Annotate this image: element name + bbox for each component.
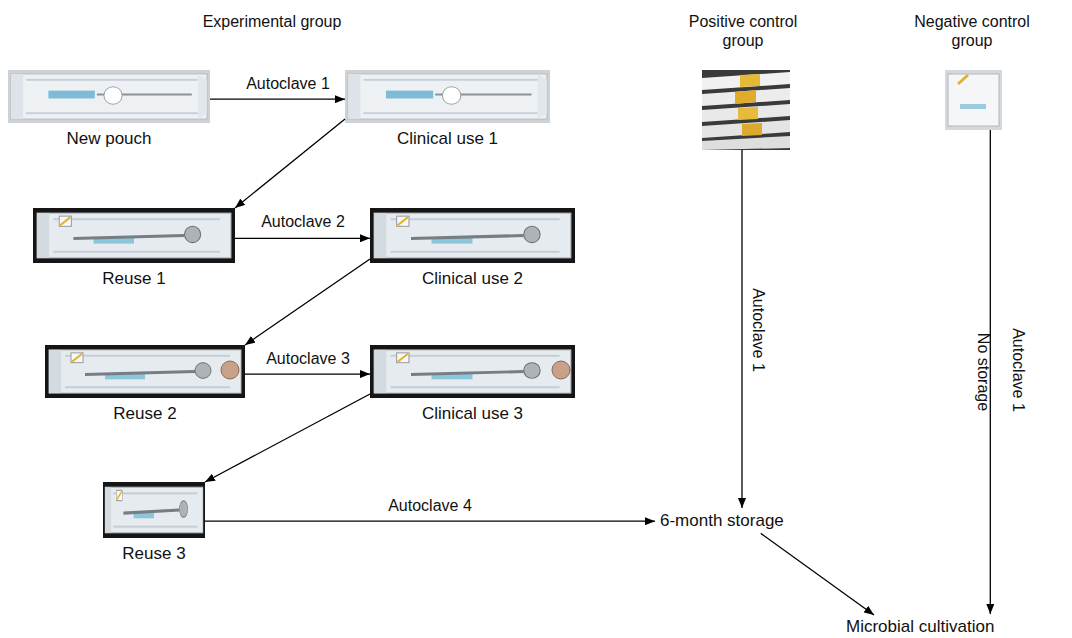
edge-label: Autoclave 1 [1009, 328, 1027, 412]
pouch-photo [33, 208, 235, 263]
step-text: Microbial cultivation [846, 617, 994, 637]
pouch-node: Reuse 2 [45, 345, 245, 424]
edge-label: Autoclave 2 [261, 213, 345, 231]
pouch-node: Reuse 1 [33, 208, 235, 289]
positive-control-photo [702, 70, 790, 150]
step-label-node: Microbial cultivation [844, 616, 996, 638]
edge-label: Autoclave 1 [749, 288, 767, 372]
connector-arrow [761, 533, 874, 615]
pouch-node: Positive control group [673, 12, 813, 150]
pouch-node: Reuse 3 [103, 482, 205, 564]
pouch-photo [345, 70, 550, 123]
connector-arrow [235, 238, 370, 239]
edge-label: Autoclave 3 [266, 350, 350, 368]
step-label-node: 6-month storage [658, 510, 786, 532]
pouch-photo [370, 208, 575, 263]
pouch-caption: Clinical use 2 [370, 269, 575, 289]
pouch-node: Clinical use 1 [345, 70, 550, 149]
pouch-caption: Reuse 3 [103, 544, 205, 564]
connector-arrow [205, 521, 655, 522]
pouch-photo [45, 345, 245, 398]
pouch-photo [370, 345, 575, 398]
edge-note: No storage [974, 333, 992, 411]
mirror-head [552, 361, 570, 379]
connector-arrow [210, 99, 345, 100]
pouch-node: Negative control group [902, 12, 1042, 130]
edge-label: Autoclave 1 [246, 75, 330, 93]
group-heading: Positive control group [673, 12, 813, 50]
connector-arrow [741, 150, 742, 508]
pouch-node: Clinical use 3 [370, 345, 575, 424]
connector-arrow [245, 259, 370, 345]
pouch-node: New pouch [8, 70, 210, 149]
group-heading: Experimental group [203, 13, 342, 31]
pouch-photo [8, 70, 210, 123]
pouch-caption: Clinical use 3 [370, 404, 575, 424]
connector-arrow [245, 373, 370, 374]
pouch-photo [103, 482, 205, 538]
mirror-head [221, 361, 239, 379]
step-text: 6-month storage [660, 511, 784, 531]
pouch-caption: Clinical use 1 [345, 129, 550, 149]
connector-arrow [205, 394, 370, 482]
negative-control-photo [945, 70, 1002, 130]
pouch-caption: Reuse 2 [45, 404, 245, 424]
pouch-node: Clinical use 2 [370, 208, 575, 289]
edge-label: Autoclave 4 [388, 497, 472, 515]
pouch-caption: Reuse 1 [33, 269, 235, 289]
group-heading: Negative control group [902, 12, 1042, 50]
connector-arrow [235, 119, 345, 208]
pouch-caption: New pouch [8, 129, 210, 149]
